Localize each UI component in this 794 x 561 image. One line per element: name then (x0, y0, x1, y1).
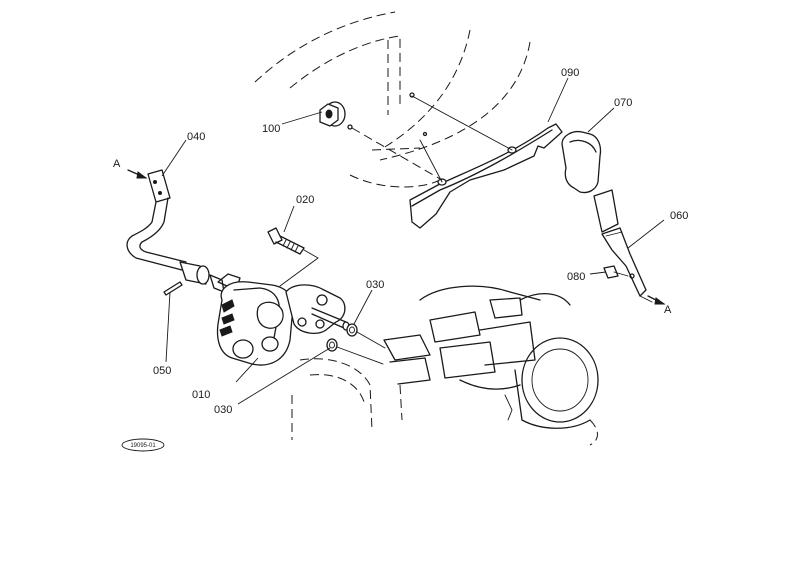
label-080: 080 (567, 271, 585, 283)
o-rings-030 (326, 323, 386, 365)
part-labels: 040 020 100 090 070 060 080 030 030 010 … (113, 67, 688, 416)
rod-collar (179, 261, 210, 285)
figure-code: 19095-01 (130, 443, 156, 449)
machine-body-outline (254, 11, 531, 188)
governor-assembly-010 (209, 273, 350, 366)
engine-block-outline (291, 285, 599, 446)
label-090: 090 (561, 67, 579, 79)
pin-050 (163, 281, 183, 296)
label-030-lower: 030 (214, 404, 232, 416)
label-050: 050 (153, 365, 171, 377)
nut-100 (319, 101, 346, 127)
figure-code-stamp: 19095-01 (121, 438, 165, 452)
label-020: 020 (296, 194, 314, 206)
ref-mark-a-left: A (113, 158, 121, 170)
label-040: 040 (187, 131, 205, 143)
grip-070 (561, 130, 602, 194)
ref-mark-a-right: A (664, 304, 672, 316)
label-060: 060 (670, 210, 688, 222)
arrow-a-left (127, 169, 148, 179)
control-rod-040 (126, 169, 187, 271)
arrow-a-right (647, 295, 666, 305)
label-030-upper: 030 (366, 279, 384, 291)
bolt-020 (267, 227, 319, 287)
bracket-090 (347, 92, 563, 229)
leader-lines (161, 77, 665, 405)
label-010: 010 (192, 389, 210, 401)
label-070: 070 (614, 97, 632, 109)
screw-080 (603, 265, 629, 279)
label-100: 100 (262, 123, 280, 135)
lever-060 (593, 189, 653, 303)
